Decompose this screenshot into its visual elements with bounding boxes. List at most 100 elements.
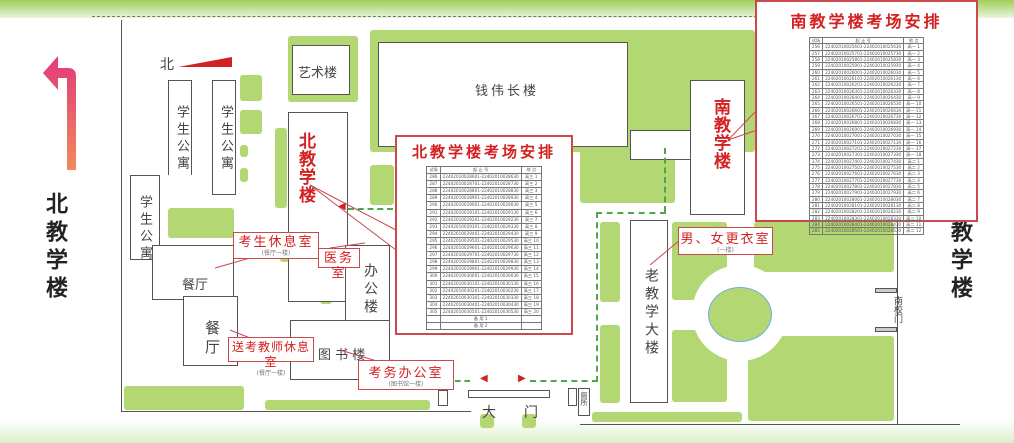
table-cell: 258 [808, 56, 824, 64]
table-cell: 高一 14 [903, 125, 925, 134]
building-outline [690, 80, 745, 215]
table-cell: 22402010027101-22402010027130 [822, 138, 905, 146]
table-cell: 高三 20 [520, 307, 542, 316]
table-cell: 22402010030101-22402010030130 [439, 279, 522, 288]
table-cell: 高三 5 [520, 201, 542, 210]
dorm-label-3: 学生公寓 [137, 195, 152, 263]
table-cell: 22402010026001-22402010026030 [822, 68, 905, 77]
table-cell: 22402010026701-22402010026730 [822, 113, 905, 121]
canteen-label-2: 餐厅 [203, 320, 221, 358]
toilet-label: 厕所 [580, 392, 588, 406]
path [455, 380, 470, 382]
table-cell: 22402010027201-22402010027230 [822, 144, 905, 153]
map-structure [468, 390, 550, 398]
north-teaching-building-label: 北教学楼 [295, 132, 315, 204]
table-cell: 264 [808, 94, 824, 102]
table-header-row: 试场起 止 号地 点 [426, 165, 542, 175]
table-cell: 302 [426, 286, 441, 295]
left-turn-arrow-icon [43, 56, 76, 170]
table-cell: 高二 3 [903, 170, 925, 178]
table-cell: 22402010026101-22402010026130 [822, 75, 905, 83]
table-cell: 288 [426, 187, 441, 196]
green-area [748, 336, 894, 421]
building-outline [288, 112, 348, 302]
table-cell: 高二 4 [903, 176, 925, 184]
table-cell: 22402010028301-22402010028330 [822, 214, 905, 222]
table-cell: 高三 15 [520, 272, 542, 281]
table-cell: 高三 3 [520, 187, 542, 196]
qian-building-label: 钱伟长楼 [475, 84, 540, 99]
table-cell: 22402010030301-22402010030330 [439, 293, 522, 302]
table-cell: 22402010030001-22402010030030 [439, 272, 522, 281]
table-cell: 22402010028601-22402010028630 [439, 173, 522, 182]
table-cell: 高三 10 [520, 236, 542, 246]
south-table-title: 南教学楼考场安排 [790, 12, 943, 31]
table-cell: 22402010026201-22402010026230 [822, 81, 905, 89]
green-area [592, 412, 742, 422]
column-header: 起 止 号 [439, 165, 522, 175]
building-outline [630, 220, 668, 403]
left-arrow-icon: ◀ [480, 373, 488, 384]
table-cell: 22402010027801-22402010027830 [822, 182, 905, 191]
table-cell: 22402010025801-22402010025830 [822, 56, 905, 64]
table-cell: 高一 12 [903, 113, 925, 121]
table-cell: 高一 16 [903, 138, 925, 146]
table-cell: 22402010026401-22402010026430 [822, 94, 905, 102]
path [664, 148, 666, 212]
table-cell: 22402010026801-22402010026830 [822, 119, 905, 127]
library-label: 图 书 楼 [318, 348, 366, 363]
table-cell: 高三 7 [520, 215, 542, 224]
table-cell: 22402010026601-22402010026630 [822, 106, 905, 115]
canteen-label-1: 餐厅 [182, 278, 209, 293]
table-cell: 22402010026301-22402010026330 [822, 87, 905, 96]
path [530, 380, 598, 382]
left-arrow-icon: ◀ [338, 201, 346, 212]
table-row: 备 用 2 [426, 322, 542, 331]
table-cell: 高三 13 [520, 258, 542, 267]
table-cell: 261 [808, 75, 824, 83]
table-cell: 22402010030501-22402010030530 [439, 307, 522, 316]
table-cell: 22402010028201-22402010028230 [822, 208, 905, 216]
table-cell: 高一 4 [903, 62, 925, 70]
green-area [240, 110, 262, 134]
table-cell: 高一 18 [903, 151, 925, 159]
column-header: 试场 [808, 36, 824, 45]
table-cell: 289 [426, 194, 441, 203]
table-cell: 293 [426, 222, 441, 231]
student-rest-room-callout: 考生休息室(餐厅一楼) [233, 232, 319, 259]
table-cell: 298 [426, 258, 441, 267]
right-arrow-icon: ▶ [518, 373, 526, 384]
table-cell: 22402010027401-22402010027430 [822, 157, 905, 165]
table-cell: 287 [426, 180, 441, 189]
table-cell: 22402010028501-22402010028530 [822, 227, 905, 235]
green-area [370, 165, 394, 205]
table-row: 备 用 1 [426, 314, 542, 324]
table-cell: 22402010028101-22402010028130 [822, 201, 905, 210]
table-cell: 286 [426, 173, 441, 182]
table-cell: 282 [808, 208, 824, 216]
table-cell [520, 322, 542, 331]
map-structure [875, 327, 897, 332]
table-cell: 22402010025901-22402010025930 [822, 62, 905, 70]
column-header: 地 点 [520, 165, 542, 175]
map-structure [568, 388, 577, 406]
table-cell: 22402010025701-22402010025730 [822, 49, 905, 58]
